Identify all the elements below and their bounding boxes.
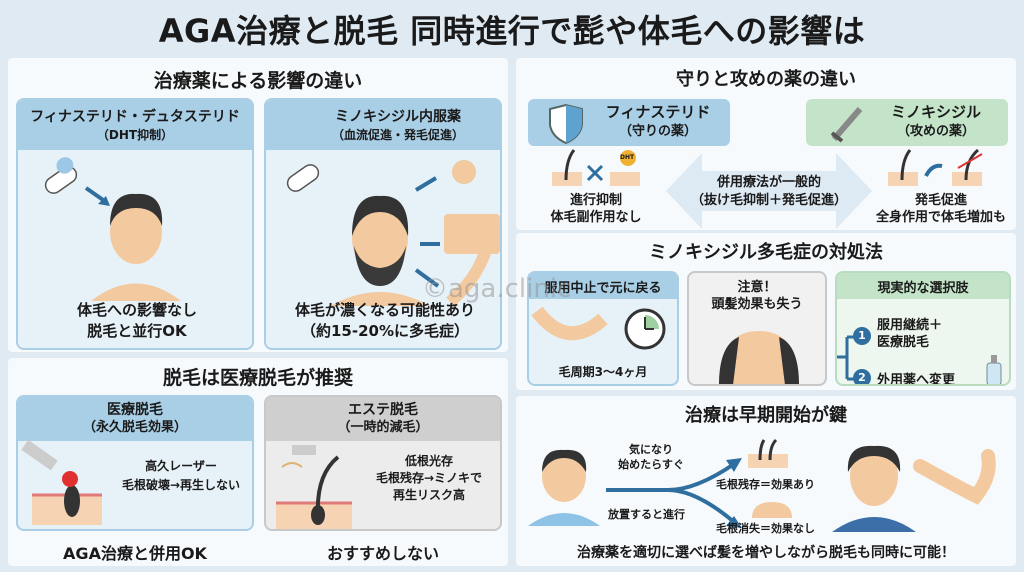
option-2[interactable]: 外用薬へ変更 — [877, 373, 956, 386]
minoxidil-effect: 発毛促進全身作用で体毛増加も — [875, 193, 1006, 225]
card-options: 現実的な選択肢 1 服用継続＋医療脱毛 2 外用薬へ変更 — [835, 271, 1011, 386]
watermark: ©aga.clinic — [422, 274, 572, 304]
follicle-block-icon — [552, 149, 640, 186]
shield-icon — [549, 103, 583, 145]
card-subtitle: （DHT抑制） — [96, 128, 174, 142]
card-esthetic-removal: エステ脱毛（一時的減毛） 低根光存毛根残存→ミノキで再生リスク高 — [264, 395, 502, 531]
section-title: 守りと攻めの薬の違い — [676, 69, 856, 90]
card-title: 現実的な選択肢 — [837, 273, 1009, 299]
section-drug-effects: 治療薬による影響の違い フィナステリド・デュタステリド （DHT抑制） 体毛への影… — [8, 58, 508, 352]
double-arrow — [666, 153, 872, 229]
neglect-label: 放置すると進行 — [608, 508, 685, 521]
section-title: 治療薬による影響の違い — [153, 70, 363, 92]
result-text: 体毛への影響なし脱毛と並行OK — [76, 301, 197, 340]
page-title: AGA治療と脱毛 同時進行で髭や体毛への影響は — [158, 12, 866, 50]
drug-name: ミノキシジル — [890, 103, 981, 121]
combination-note: 併用療法が一般的（抜け毛抑制＋発毛促進） — [690, 175, 847, 208]
laser-follicle-icon — [21, 439, 102, 525]
hair-cycle-note: 毛周期3〜4ヶ月 — [558, 365, 648, 379]
description: 低根光存毛根残存→ミノキで再生リスク高 — [375, 454, 483, 502]
section-hypertrichosis: ミノキシジル多毛症の対処法 服用中止で元に戻る 毛周期3〜4ヶ月 注意！ 頭髪効果… — [516, 233, 1016, 390]
section-hair-removal: 脱毛は医療脱毛が推奨 医療脱毛（永久脱毛効果） 高久レーザー毛根破壊→再生しない… — [8, 358, 508, 566]
branch-arrows — [606, 458, 742, 528]
card-minoxidil-oral: ミノキシジル内服薬 （血流促進・発毛促進） 体毛が濃くなる可能性あり（約15-20… — [264, 98, 502, 350]
option-1-number: 1 — [853, 327, 871, 345]
happy-man-icon — [832, 445, 916, 532]
drug-role: （守りの薬） — [618, 124, 697, 139]
branch-connector — [837, 335, 857, 381]
card-subtitle: （血流促進・発毛促進） — [331, 128, 464, 142]
minoxidil-box: ミノキシジル （攻めの薬） — [806, 99, 1008, 146]
dht-badge: DHT — [620, 154, 635, 161]
finasteride-effect: 進行抑制体毛副作用なし — [550, 193, 642, 225]
drug-name: フィナステリド — [605, 103, 711, 121]
sword-icon — [830, 107, 863, 143]
arm-icon — [531, 306, 608, 341]
section-title: ミノキシジル多毛症の対処法 — [649, 242, 883, 263]
bald-head-icon — [752, 502, 792, 518]
card-title: フィナステリド・デュタステリド — [30, 109, 240, 125]
body-hair-icons — [414, 160, 500, 307]
pill-icon — [286, 164, 320, 192]
section-title: 脱毛は医療脱毛が推奨 — [162, 367, 353, 389]
option-1[interactable]: 服用継続＋医療脱毛 — [877, 318, 943, 350]
smooth-arm-icon — [913, 449, 996, 505]
result-text: 体毛が濃くなる可能性あり（約15-20%に多毛症） — [294, 301, 475, 340]
pill-icon — [44, 157, 78, 194]
card-warning: 注意！ 頭髪効果も失う — [687, 271, 827, 386]
early-label: 気になり始めたらすぐ — [618, 443, 684, 471]
head-icon — [91, 193, 181, 301]
card-title: ミノキシジル内服薬 — [335, 109, 461, 125]
section-defense-offense: 守りと攻めの薬の違い フィナステリド （守りの薬） ミノキシジル （攻めの薬） 併用… — [516, 58, 1016, 230]
bearded-head-icon — [330, 195, 430, 306]
verdict-ng: おすすめしない — [326, 544, 439, 563]
finasteride-box: フィナステリド （守りの薬） — [528, 99, 730, 146]
verdict-ok: AGA治療と併用OK — [63, 544, 207, 563]
conclusion-text: 治療薬を適切に選べば髪を増やしながら脱毛も同時に可能！ — [577, 545, 955, 561]
clock-icon — [624, 308, 666, 350]
card-stop-medication: 服用中止で元に戻る 毛周期3〜4ヶ月 — [527, 271, 679, 386]
card-medical-removal: 医療脱毛（永久脱毛効果） 高久レーザー毛根破壊→再生しない — [16, 395, 254, 531]
card-title: 服用中止で元に戻る — [529, 273, 677, 299]
arrow-icon — [84, 186, 110, 206]
bad-result: 毛根消失＝効果なし — [716, 522, 815, 535]
thinning-head-icon — [719, 331, 799, 384]
good-result: 毛根残存＝効果あり — [716, 478, 815, 491]
warning-text: 頭髪効果も失う — [711, 297, 803, 312]
section-title: 治療は早期開始が鍵 — [685, 405, 847, 426]
drug-role: （攻めの薬） — [896, 124, 975, 139]
light-follicle-icon — [276, 445, 352, 529]
card-finasteride: フィナステリド・デュタステリド （DHT抑制） 体毛への影響なし脱毛と並行OK — [16, 98, 254, 350]
option-2-number: 2 — [853, 369, 871, 384]
section-early-treatment: 治療は早期開始が鍵 気になり始めたらすぐ 放置すると進行 毛根残存＝効果あり 毛… — [516, 396, 1016, 566]
spray-bottle-icon — [986, 355, 1002, 384]
young-man-icon — [528, 449, 600, 526]
warning-label: 注意！ — [737, 280, 777, 295]
hair-growth-icon — [888, 148, 983, 186]
healthy-follicle-icon — [748, 438, 788, 468]
description: 高久レーザー毛根破壊→再生しない — [121, 459, 241, 492]
